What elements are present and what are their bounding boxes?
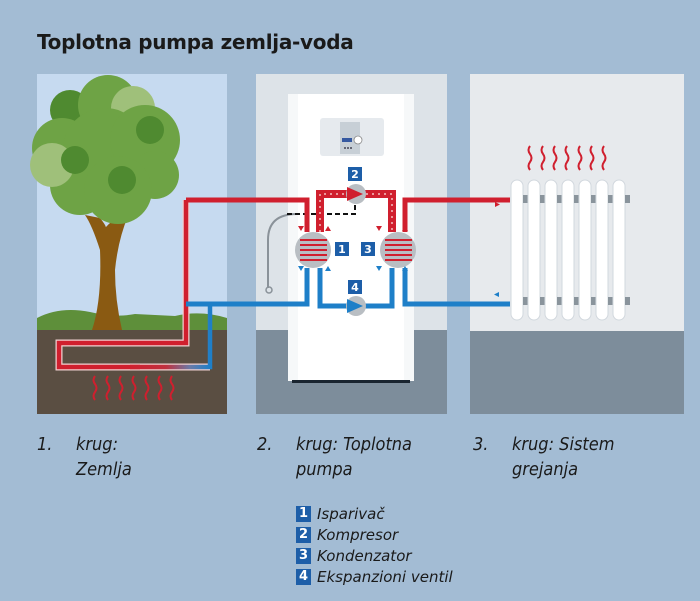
radiator-column bbox=[578, 179, 592, 321]
heat-wave-icon bbox=[527, 145, 607, 171]
radiator-connector bbox=[591, 297, 596, 305]
badge-condenser: 3 bbox=[361, 242, 375, 256]
legend-badge: 3 bbox=[296, 547, 311, 564]
legend-label: Isparivač bbox=[317, 504, 385, 523]
badge-evaporator: 1 bbox=[335, 242, 349, 256]
radiator-connector bbox=[608, 195, 613, 203]
legend-label: Kompresor bbox=[317, 525, 399, 544]
caption-number: 2. bbox=[257, 434, 273, 455]
radiator-connector bbox=[540, 297, 545, 305]
radiator-column bbox=[612, 179, 626, 321]
radiator-connector bbox=[557, 297, 562, 305]
radiator-column bbox=[544, 179, 558, 321]
legend-badge: 2 bbox=[296, 526, 311, 543]
radiator-connector bbox=[608, 297, 613, 305]
condenser-icon bbox=[380, 232, 416, 268]
radiator-icon bbox=[510, 179, 630, 321]
heat-wave-icon bbox=[92, 375, 175, 401]
panel-ground bbox=[30, 74, 227, 414]
grass bbox=[37, 310, 227, 332]
legend-item: 3 Kondenzator bbox=[296, 545, 453, 566]
panel-heating-system bbox=[470, 74, 684, 414]
diagram-title: Toplotna pumpa zemlja-voda bbox=[37, 30, 354, 54]
radiator-connector bbox=[574, 297, 579, 305]
legend-item: 2 Kompresor bbox=[296, 524, 453, 545]
radiator-connector bbox=[540, 195, 545, 203]
tree-icon bbox=[30, 75, 180, 330]
component-legend: 1 Isparivač 2 Kompresor 3 Kondenzator 4 Eksp… bbox=[296, 503, 453, 587]
radiator-connector bbox=[625, 195, 630, 203]
caption-number: 1. bbox=[37, 434, 53, 455]
radiator-column bbox=[510, 179, 524, 321]
legend-badge: 4 bbox=[296, 568, 311, 585]
radiator-connector bbox=[523, 195, 528, 203]
radiator-connector bbox=[557, 195, 562, 203]
radiator-connector bbox=[591, 195, 596, 203]
radiator-column bbox=[527, 179, 541, 321]
evaporator-icon bbox=[295, 232, 331, 268]
caption-text: krug:Zemlja bbox=[76, 434, 132, 480]
radiator-connector bbox=[523, 297, 528, 305]
badge-expansion-valve: 4 bbox=[348, 280, 362, 294]
radiator-connector bbox=[574, 195, 579, 203]
legend-badge: 1 bbox=[296, 505, 311, 522]
caption-number: 3. bbox=[473, 434, 489, 455]
badge-compressor: 2 bbox=[348, 167, 362, 181]
legend-label: Ekspanzioni ventil bbox=[317, 567, 453, 586]
legend-item: 1 Isparivač bbox=[296, 503, 453, 524]
radiator-column bbox=[561, 179, 575, 321]
legend-item: 4 Ekspanzioni ventil bbox=[296, 566, 453, 587]
compressor-icon bbox=[346, 184, 366, 204]
expansion-valve-icon bbox=[346, 296, 366, 316]
panel-heat-pump bbox=[186, 74, 510, 414]
radiator-column bbox=[595, 179, 609, 321]
legend-label: Kondenzator bbox=[317, 546, 412, 565]
radiator-connector bbox=[625, 297, 630, 305]
